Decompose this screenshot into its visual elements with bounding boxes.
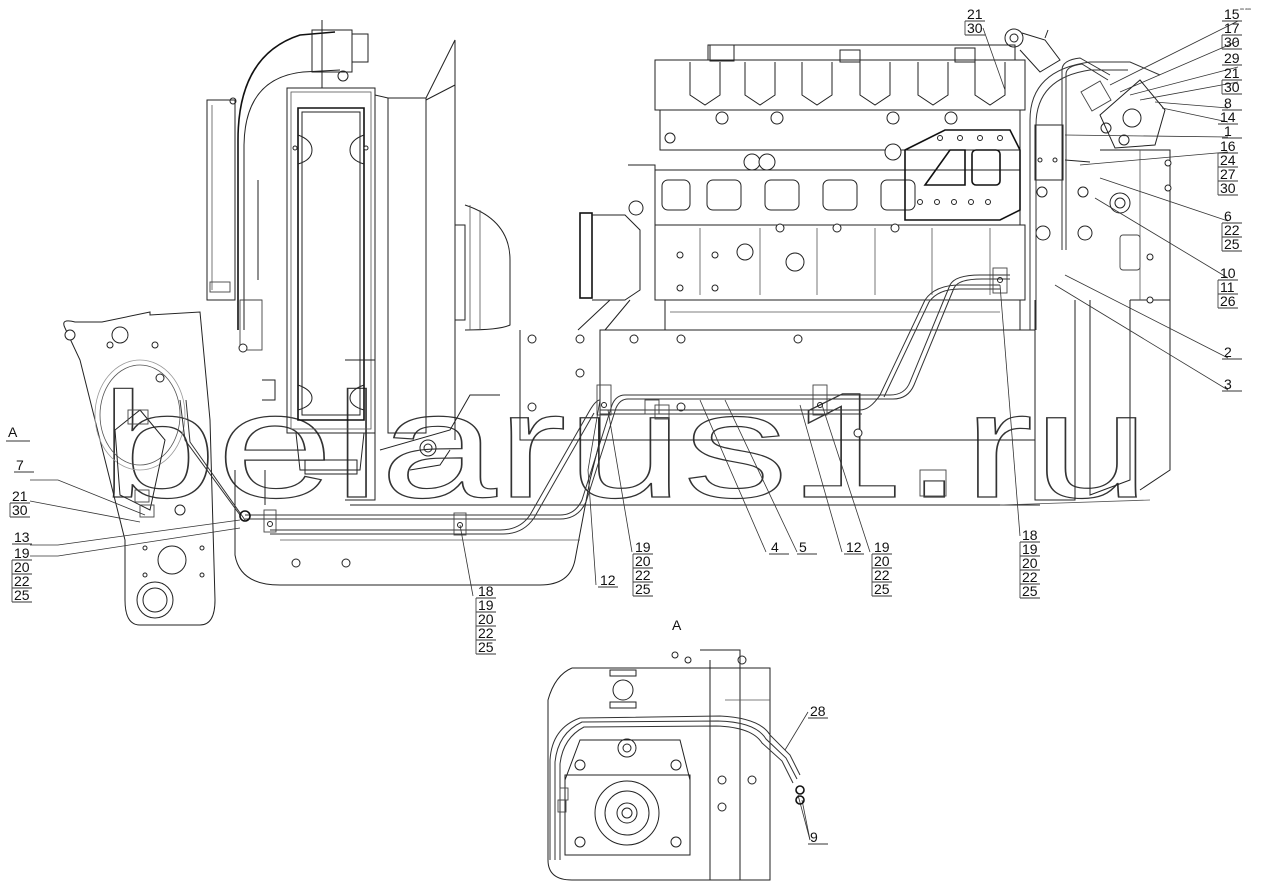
leader-lines [29, 20, 1239, 841]
callout-number: 22 [1224, 222, 1240, 238]
callout-c1: 1 [1222, 123, 1242, 139]
callout-number: 22 [478, 625, 494, 641]
left-mount-bracket [63, 311, 216, 626]
callout-c3: 3 [1222, 376, 1242, 392]
callout-number: 12 [600, 572, 616, 588]
callout-number: 30 [1220, 180, 1236, 196]
callout-number: 25 [635, 581, 651, 597]
callout-number: 29 [1224, 50, 1240, 66]
callout-number: 22 [874, 567, 890, 583]
head-lobes [689, 62, 1006, 106]
callout-number: 8 [1224, 95, 1232, 111]
callout-cb5: 5 [797, 539, 817, 555]
view-marker-label: A [8, 424, 18, 440]
callout-number: 25 [1022, 583, 1038, 599]
callout-number: 21 [967, 6, 983, 22]
callout-number: 24 [1220, 152, 1236, 168]
callout-number: 1 [1224, 123, 1232, 139]
callout-number: 20 [635, 553, 651, 569]
callout-number: 26 [1220, 293, 1236, 309]
callout-number: 2 [1224, 344, 1232, 360]
callout-c14: 14 [1218, 109, 1238, 125]
callout-number: 19 [635, 539, 651, 555]
callout-cb4: 4 [769, 539, 789, 555]
callout-number: 14 [1220, 109, 1236, 125]
callout-number: 3 [1224, 376, 1232, 392]
callout-number: 25 [874, 581, 890, 597]
callout-number: 21 [1224, 65, 1240, 81]
callout-number: 30 [1224, 79, 1240, 95]
callout-number: 4 [771, 539, 779, 555]
callout-number: 27 [1220, 166, 1236, 182]
callout-number: 25 [14, 587, 30, 603]
callout-number: 20 [14, 559, 30, 575]
callout-number: 9 [810, 829, 818, 845]
inset-view-a [547, 649, 805, 881]
callout-c2: 2 [1222, 344, 1242, 360]
callout-number: 19 [874, 539, 890, 555]
callout-number: 20 [1022, 555, 1038, 571]
callout-number: 30 [967, 20, 983, 36]
callout-number: 13 [14, 529, 30, 545]
hydraulic-valve-group [1004, 28, 1172, 330]
callout-layer: 1517302921308141162427306222510112623213… [9, 6, 1242, 845]
corner-note: ᵃᵃ ᵃᵃᵃ [1240, 7, 1251, 13]
callout-number: 6 [1224, 208, 1232, 224]
callout-number: 21 [12, 488, 28, 504]
callout-number: 30 [1224, 34, 1240, 50]
callout-number: 5 [799, 539, 807, 555]
callout-number: 18 [1022, 527, 1038, 543]
callout-cl7: 7 [14, 457, 34, 473]
callout-number: 19 [1022, 541, 1038, 557]
watermark: belarus1.ru [99, 360, 1150, 529]
callout-number: 15 [1224, 6, 1240, 22]
callout-cb12b: 12 [844, 539, 864, 555]
fan-pulley [379, 204, 511, 471]
callout-c8: 8 [1222, 95, 1242, 111]
callout-number: 25 [1224, 236, 1240, 252]
callout-number: 19 [478, 597, 494, 613]
frame-rail [234, 234, 1171, 586]
callout-number: 11 [1220, 279, 1235, 295]
hydraulic-lines [179, 267, 1010, 536]
callout-number: 10 [1220, 265, 1236, 281]
callout-c29: 29 [1222, 50, 1242, 66]
crankcase-ribs [699, 228, 991, 295]
watermark-text: belarus1.ru [100, 361, 1150, 529]
callout-number: 19 [14, 545, 30, 561]
callout-ci28: 28 [808, 703, 828, 719]
callout-number: 12 [846, 539, 862, 555]
cooler-bolts [917, 135, 1003, 205]
callout-number: 28 [810, 703, 826, 719]
callout-number: 25 [478, 639, 494, 655]
callout-number: 17 [1224, 20, 1240, 36]
engine-block [577, 44, 1026, 331]
callout-c15: 15 [1222, 6, 1242, 22]
callout-cl13: 13 [12, 529, 32, 545]
callout-ci9: 9 [808, 829, 828, 845]
callout-number: 18 [478, 583, 494, 599]
callout-number: 22 [635, 567, 651, 583]
callout-number: 30 [12, 502, 28, 518]
inset-view-title: A [672, 617, 682, 633]
callout-number: 7 [16, 457, 24, 473]
callout-cb12a: 12 [598, 572, 618, 588]
callout-number: 20 [478, 611, 494, 627]
callout-number: 22 [14, 573, 30, 589]
callout-number: 22 [1022, 569, 1038, 585]
callout-number: 16 [1220, 138, 1236, 154]
callout-number: 20 [874, 553, 890, 569]
